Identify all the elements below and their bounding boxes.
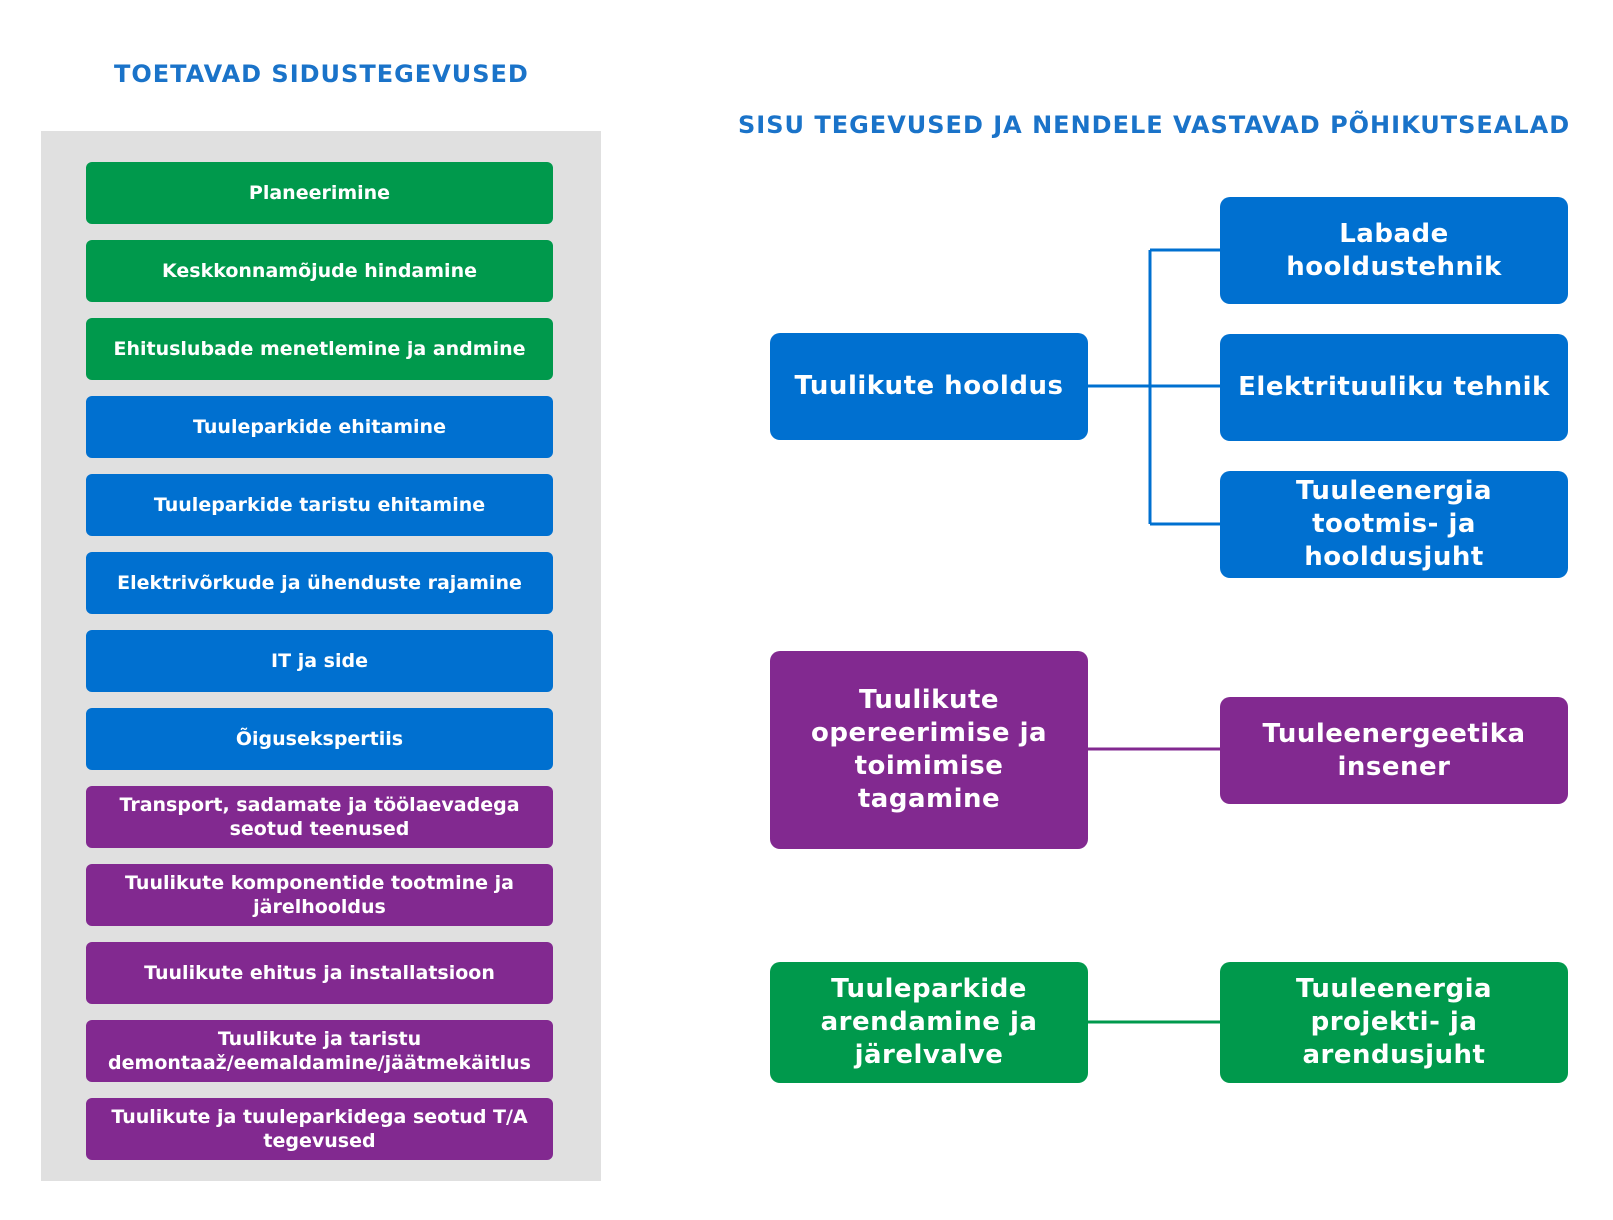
core-activity-turbine-operation: Tuulikute opereerimise ja toimimise taga… — [770, 651, 1088, 849]
support-item-it-communications: IT ja side — [86, 630, 553, 692]
support-item-turbine-installation: Tuulikute ehitus ja installatsioon — [86, 942, 553, 1004]
support-item-component-manufacturing: Tuulikute komponentide tootmine ja järel… — [86, 864, 553, 926]
maintenance-connectors — [1087, 248, 1220, 526]
core-activity-windpark-development: Tuuleparkide arendamine ja järelvalve — [770, 962, 1088, 1083]
core-activities-heading: SISU TEGEVUSED JA NENDELE VASTAVAD PÕHIK… — [738, 111, 1571, 139]
support-item-research-development: Tuulikute ja tuuleparkidega seotud T/A t… — [86, 1098, 553, 1160]
occupation-wind-energy-engineer: Tuuleenergeetika insener — [1220, 697, 1568, 804]
occupation-project-development-manager: Tuuleenergia projekti- ja arendusjuht — [1220, 962, 1568, 1083]
supporting-activities-heading: TOETAVAD SIDUSTEGEVUSED — [114, 60, 529, 88]
core-activity-turbine-maintenance: Tuulikute hooldus — [770, 333, 1088, 440]
occupation-production-maintenance-manager: Tuuleenergia tootmis- ja hooldusjuht — [1220, 471, 1568, 578]
support-item-transport-ports: Transport, sadamate ja töölaevadega seot… — [86, 786, 553, 848]
support-item-legal-expertise: Õigusekspertiis — [86, 708, 553, 770]
occupation-turbine-electrician: Elektrituuliku tehnik — [1220, 334, 1568, 441]
support-item-environmental-assessment: Keskkonnamõjude hindamine — [86, 240, 553, 302]
support-item-infrastructure-construction: Tuuleparkide taristu ehitamine — [86, 474, 553, 536]
support-item-decommissioning: Tuulikute ja taristu demontaaž/eemaldami… — [86, 1020, 553, 1082]
support-item-planning: Planeerimine — [86, 162, 553, 224]
occupation-blade-technician: Labade hooldustehnik — [1220, 197, 1568, 304]
support-item-building-permits: Ehituslubade menetlemine ja andmine — [86, 318, 553, 380]
support-item-windpark-construction: Tuuleparkide ehitamine — [86, 396, 553, 458]
support-item-grid-connections: Elektrivõrkude ja ühenduste rajamine — [86, 552, 553, 614]
